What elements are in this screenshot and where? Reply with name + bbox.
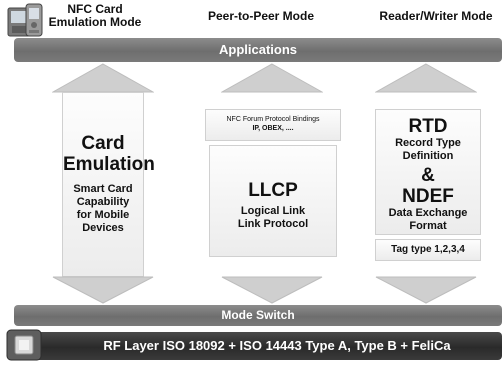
tag-type-label: Tag type 1,2,3,4 bbox=[391, 244, 465, 255]
ndef-title: NDEF bbox=[402, 186, 454, 207]
chip-icon bbox=[4, 327, 46, 363]
phone-icon bbox=[6, 2, 46, 40]
card-emulation-box: Card Emulation Smart Card Capability for… bbox=[63, 93, 155, 276]
protocol-bindings-box: NFC Forum Protocol Bindings IP, OBEX, ..… bbox=[206, 110, 340, 140]
arrow-down-icon bbox=[52, 276, 154, 304]
arrow-up-icon bbox=[375, 63, 477, 93]
llcp-desc: Logical Link Link Protocol bbox=[237, 205, 309, 230]
arrow-up-icon bbox=[52, 63, 154, 93]
applications-bar: Applications bbox=[14, 38, 502, 62]
ndef-desc: Data Exchange Format bbox=[388, 207, 468, 232]
mode-title-card-emulation: NFC Card Emulation Mode bbox=[48, 2, 142, 29]
rtd-title: RTD bbox=[408, 116, 448, 137]
protocol-bindings-list: IP, OBEX, .... bbox=[252, 125, 294, 132]
mode-title-reader-writer: Reader/Writer Mode bbox=[379, 9, 493, 23]
tag-type-box: Tag type 1,2,3,4 bbox=[376, 240, 480, 260]
mode-switch-bar: Mode Switch bbox=[14, 305, 502, 326]
arrow-down-icon bbox=[375, 276, 477, 304]
protocol-bindings-label: NFC Forum Protocol Bindings bbox=[226, 116, 320, 123]
card-emulation-title: Card Emulation bbox=[63, 133, 155, 175]
llcp-box: LLCP Logical Link Link Protocol bbox=[210, 146, 336, 256]
rtd-ndef-box: RTD Record Type Definition & NDEF Data E… bbox=[376, 110, 480, 234]
ampersand: & bbox=[421, 165, 435, 186]
rf-layer-bar: RF Layer ISO 18092 + ISO 14443 Type A, T… bbox=[14, 332, 502, 360]
llcp-title: LLCP bbox=[248, 180, 298, 201]
rtd-desc: Record Type Definition bbox=[395, 137, 461, 162]
arrow-up-icon bbox=[221, 63, 323, 93]
card-emulation-desc: Smart Card Capability for Mobile Devices bbox=[73, 183, 133, 234]
arrow-down-icon bbox=[221, 276, 323, 304]
mode-title-p2p: Peer-to-Peer Mode bbox=[207, 9, 315, 23]
